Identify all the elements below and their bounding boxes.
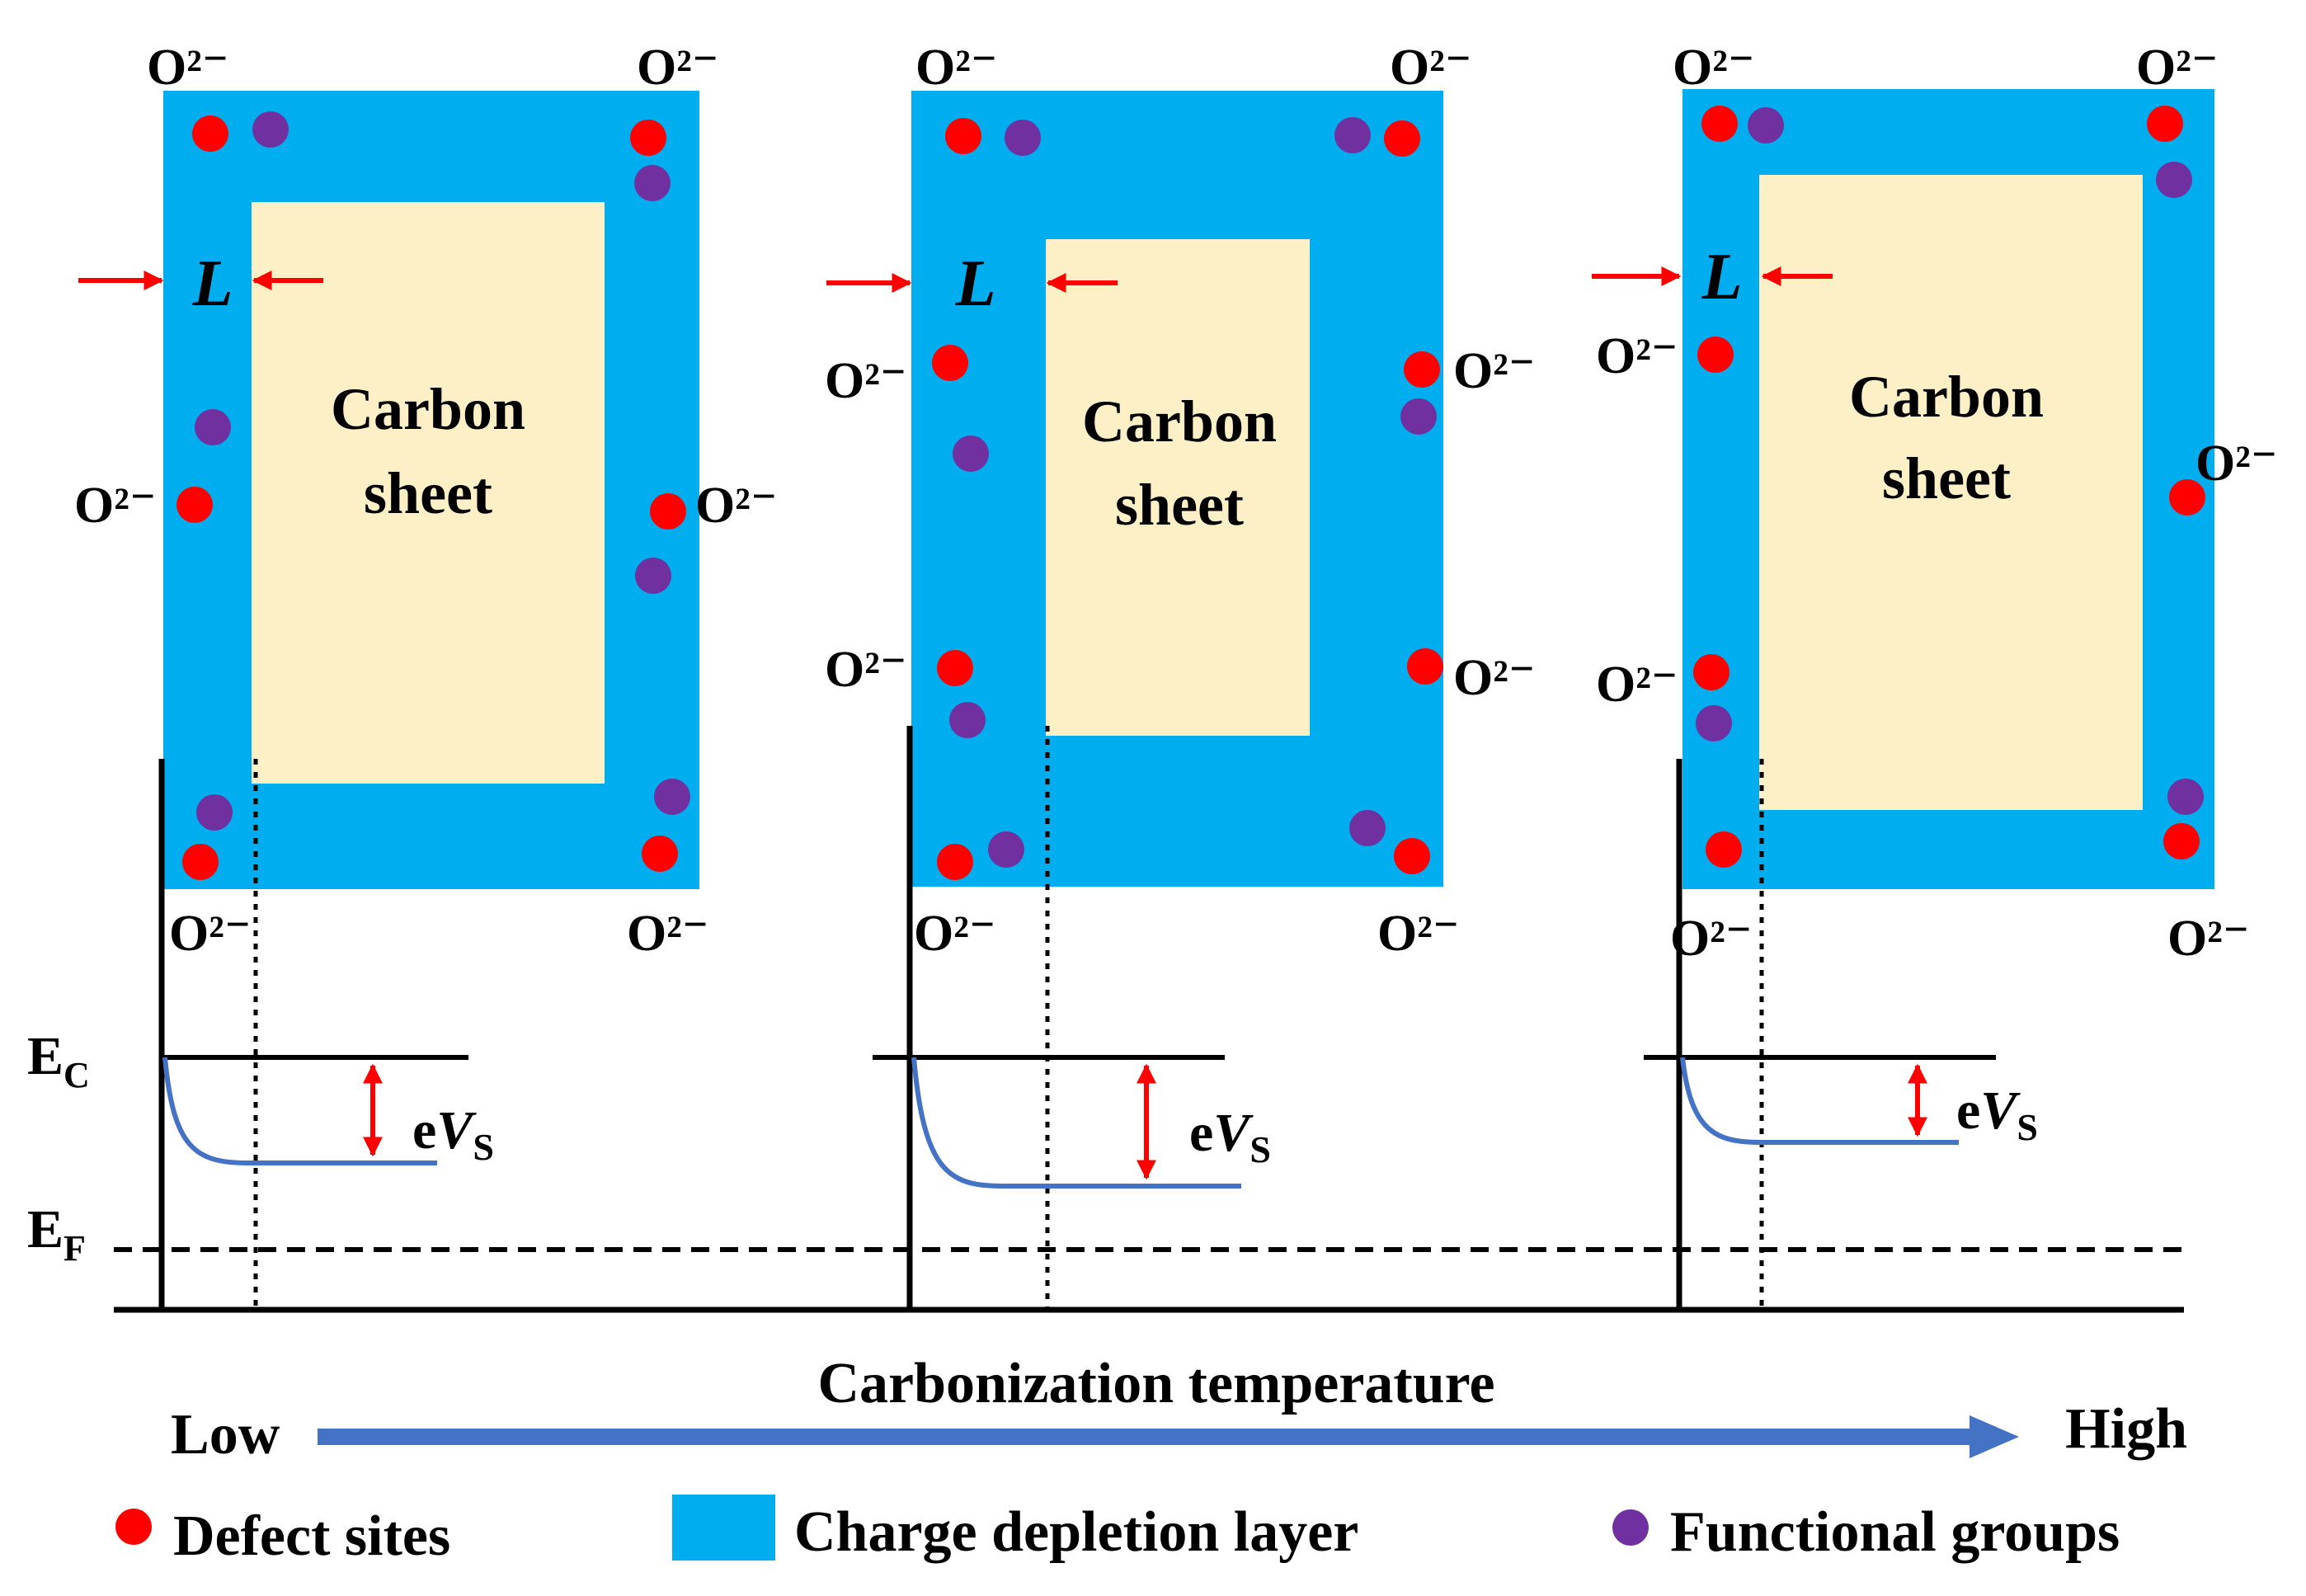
oxygen-ion-label: O²⁻: [695, 478, 778, 534]
legend-defect-label: Defect sites: [173, 1504, 450, 1568]
legend-functional-label: Functional groups: [1670, 1500, 2120, 1564]
oxygen-ion-label: O²⁻: [1670, 911, 1753, 967]
legend-defect-marker: [115, 1509, 152, 1545]
defect-site-dot: [945, 118, 981, 154]
temperature-axis-title: Carbonization temperature: [817, 1352, 1494, 1415]
oxygen-ion-label: O²⁻: [1673, 40, 1755, 96]
defect-site-dot: [1394, 838, 1430, 874]
band-bending-curve: [162, 1057, 437, 1165]
defect-site-dot: [2169, 479, 2205, 516]
functional-group-dot: [195, 409, 231, 445]
oxygen-ion-label: O²⁻: [169, 906, 252, 962]
temperature-high-label: High: [2065, 1397, 2187, 1461]
fermi-level-label: EF: [27, 1199, 86, 1269]
panel-medium: Carbon sheet O²⁻ O²⁻ O²⁻ O²⁻ O²⁻ O²⁻ O²⁻…: [825, 40, 1536, 1310]
functional-group-dot: [988, 831, 1024, 868]
defect-site-dot: [932, 345, 968, 381]
functional-group-dot: [1696, 705, 1732, 742]
oxygen-ion-label: O²⁻: [147, 40, 229, 96]
defect-site-dot: [1404, 351, 1440, 388]
legend-depletion-label: Charge depletion layer: [794, 1500, 1358, 1564]
temperature-arrow-head: [1970, 1415, 2019, 1458]
surface-potential-label: eVS: [1956, 1080, 2038, 1148]
oxygen-ion-label: O²⁻: [2167, 911, 2250, 967]
functional-group-dot: [635, 558, 671, 594]
defect-site-dot: [1407, 648, 1443, 685]
functional-group-dot: [949, 702, 986, 738]
functional-group-dot: [2167, 779, 2204, 815]
thickness-label: L: [1701, 241, 1743, 313]
functional-group-dot: [654, 779, 690, 815]
oxygen-ion-label: O²⁻: [2195, 435, 2278, 492]
carbon-sheet-label: Carbon: [1082, 388, 1277, 454]
defect-site-dot: [1701, 106, 1738, 142]
defect-site-dot: [642, 836, 678, 872]
defect-site-dot: [1693, 654, 1730, 690]
conduction-band-label: EC: [27, 1026, 90, 1095]
functional-group-dot: [1748, 107, 1784, 144]
defect-site-dot: [937, 844, 973, 880]
legend-depletion-marker: [672, 1495, 775, 1561]
functional-group-dot: [1349, 810, 1386, 846]
defect-site-dot: [182, 844, 219, 880]
temperature-low-label: Low: [171, 1403, 280, 1467]
defect-site-dot: [1384, 120, 1420, 157]
thickness-label: L: [192, 247, 233, 320]
oxygen-ion-label: O²⁻: [1596, 328, 1678, 384]
functional-group-dot: [953, 435, 989, 472]
oxygen-ion-label: O²⁻: [1453, 343, 1536, 399]
functional-group-dot: [1400, 398, 1437, 435]
oxygen-ion-label: O²⁻: [825, 642, 907, 698]
surface-potential-label: eVS: [1189, 1103, 1271, 1170]
band-bending-curve: [1680, 1057, 1959, 1145]
oxygen-ion-label: O²⁻: [1596, 657, 1678, 713]
functional-group-dot: [634, 165, 671, 201]
oxygen-ion-label: O²⁻: [2136, 40, 2219, 96]
defect-site-dot: [1706, 831, 1742, 868]
legend-functional-marker: [1612, 1509, 1649, 1546]
oxygen-ion-label: O²⁻: [1377, 906, 1460, 962]
carbon-sheet-label: sheet: [1115, 472, 1244, 538]
defect-site-dot: [937, 650, 973, 686]
temperature-arrow: [318, 1429, 1971, 1445]
oxygen-ion-label: O²⁻: [915, 40, 998, 96]
defect-site-dot: [1697, 337, 1734, 373]
oxygen-ion-label: O²⁻: [1453, 650, 1536, 706]
defect-site-dot: [192, 115, 228, 152]
functional-group-dot: [2156, 162, 2192, 198]
defect-site-dot: [650, 493, 686, 530]
functional-group-dot: [1334, 117, 1371, 153]
defect-site-dot: [2147, 106, 2183, 142]
oxygen-ion-label: O²⁻: [637, 40, 719, 96]
carbon-sheet-label: sheet: [364, 460, 492, 526]
carbon-sheet-label: sheet: [1882, 445, 2011, 511]
surface-potential-label: eVS: [412, 1100, 494, 1168]
oxygen-ion-label: O²⁻: [914, 906, 996, 962]
functional-group-dot: [252, 111, 289, 148]
oxygen-ion-label: O²⁻: [825, 353, 907, 409]
panel-low: Carbon sheet O²⁻ O²⁻ O²⁻ O²⁻ O²⁻ O²⁻ L e…: [74, 40, 778, 1310]
defect-site-dot: [176, 487, 213, 523]
carbon-sheet: [1759, 175, 2143, 810]
functional-group-dot: [196, 794, 233, 831]
functional-group-dot: [1005, 120, 1041, 156]
band-bending-curve: [911, 1057, 1241, 1189]
thickness-label: L: [955, 247, 996, 320]
carbon-sheet: [1046, 239, 1310, 736]
carbon-sheet: [252, 202, 605, 784]
oxygen-ion-label: O²⁻: [74, 478, 157, 534]
oxygen-ion-label: O²⁻: [627, 906, 709, 962]
oxygen-ion-label: O²⁻: [1390, 40, 1472, 96]
carbon-sheet-label: Carbon: [331, 376, 525, 442]
panel-high: Carbon sheet O²⁻ O²⁻ O²⁻ O²⁻ O²⁻ O²⁻ O²⁻…: [1592, 40, 2278, 1310]
carbon-sheet-label: Carbon: [1849, 364, 2044, 430]
defect-site-dot: [2163, 823, 2200, 859]
defect-site-dot: [630, 120, 666, 156]
